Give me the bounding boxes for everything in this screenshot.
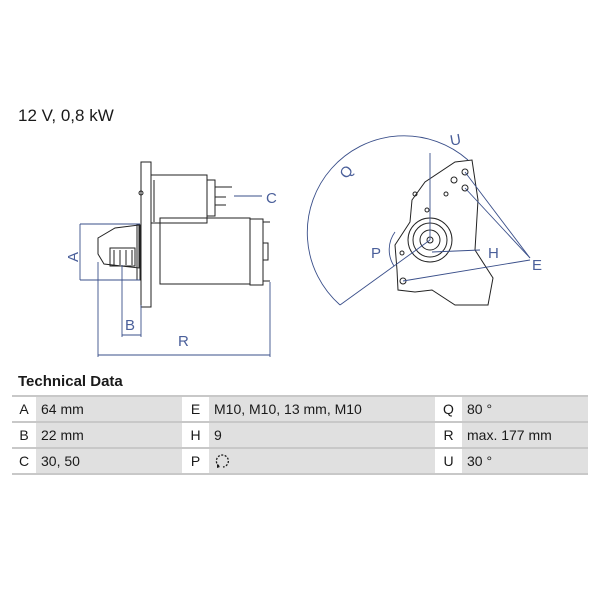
label-h: H: [182, 423, 209, 447]
label-r: R: [435, 423, 462, 447]
value-b: 22 mm: [36, 423, 182, 447]
value-u: 30 °: [462, 449, 588, 473]
label-c: C: [12, 449, 36, 473]
svg-text:U: U: [449, 131, 463, 150]
label-e: E: [182, 397, 209, 421]
front-view-drawing: [394, 159, 494, 306]
side-view-drawing: [97, 161, 270, 308]
svg-text:A: A: [65, 252, 82, 262]
label-q: Q: [435, 397, 462, 421]
svg-text:R: R: [178, 333, 189, 350]
counterclockwise-rotation-icon: [215, 454, 229, 468]
technical-drawing: A B R C Q U P H: [65, 131, 542, 357]
svg-text:E: E: [532, 257, 542, 274]
svg-text:Q: Q: [336, 162, 357, 182]
table-row: A 64 mm E M10, M10, 13 mm, M10 Q 80 °: [12, 395, 588, 421]
table-row: C 30, 50 P U 30 °: [12, 447, 588, 475]
label-b: B: [12, 423, 36, 447]
svg-text:P: P: [371, 245, 381, 262]
value-a: 64 mm: [36, 397, 182, 421]
value-e: M10, M10, 13 mm, M10: [209, 397, 435, 421]
svg-text:C: C: [266, 190, 277, 207]
technical-data-title: Technical Data: [18, 373, 123, 390]
front-view-dimensions: Q U P H E: [306, 131, 542, 306]
spec-voltage-power: 12 V, 0,8 kW: [18, 106, 114, 125]
value-r: max. 177 mm: [462, 423, 588, 447]
svg-text:B: B: [125, 317, 135, 334]
value-c: 30, 50: [36, 449, 182, 473]
technical-data-table: A 64 mm E M10, M10, 13 mm, M10 Q 80 ° B …: [12, 395, 588, 475]
value-q: 80 °: [462, 397, 588, 421]
table-row: B 22 mm H 9 R max. 177 mm: [12, 421, 588, 447]
label-p: P: [182, 449, 209, 473]
value-p: [209, 449, 435, 473]
label-u: U: [435, 449, 462, 473]
svg-text:H: H: [488, 245, 499, 262]
label-a: A: [12, 397, 36, 421]
value-h: 9: [209, 423, 435, 447]
side-view-dimensions: A B R C: [65, 190, 277, 357]
